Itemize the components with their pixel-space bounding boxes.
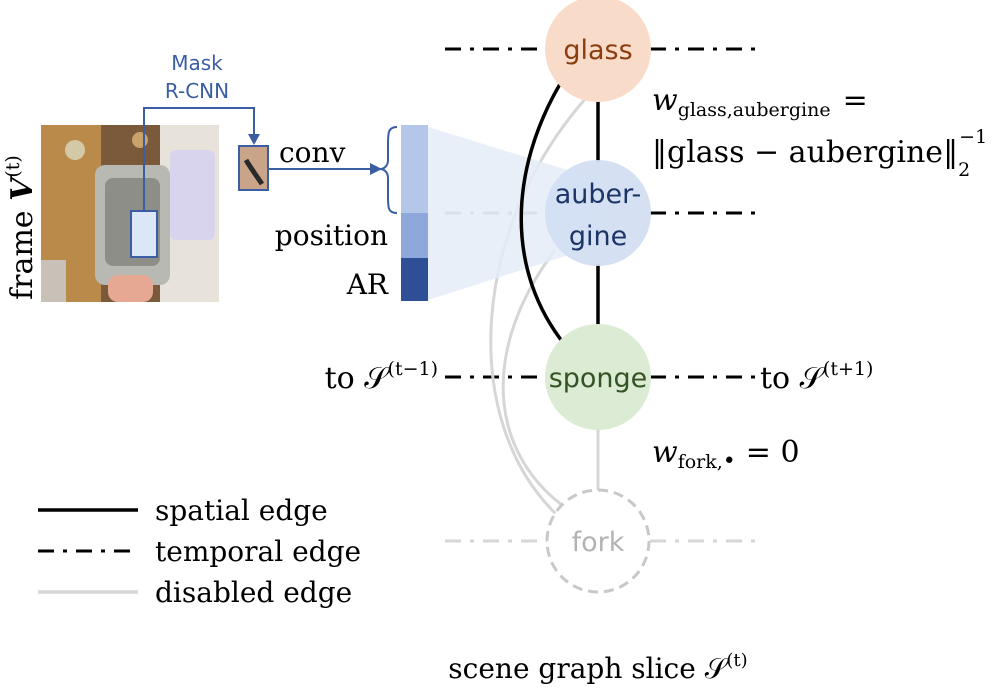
disabled-edge-aubergine-fork [501, 249, 563, 507]
node-sponge: sponge [545, 324, 651, 430]
position-label: position [275, 219, 388, 252]
node-aubergine: auber- gine [545, 160, 651, 266]
weight-glass-aubergine-lhs: wglass,aubergine= [652, 83, 868, 121]
disabled-edge-glass-fork [489, 97, 588, 516]
conv-label: conv [279, 136, 346, 169]
feature-segment-conv [401, 125, 428, 213]
spatial-edge-glass-sponge [519, 83, 567, 347]
legend: spatial edge temporal edge disabled edge [38, 494, 361, 609]
caption: scene graph slice 𝒮(t) [448, 650, 747, 685]
feature-brace [379, 126, 398, 214]
conv-arrowhead [370, 163, 382, 175]
feature-segment-ar [401, 258, 428, 301]
node-sponge-label: sponge [549, 363, 648, 394]
feature-projection-wedge [428, 127, 600, 300]
disabled-edges [489, 97, 600, 516]
feature-segment-position [401, 213, 428, 258]
mask-rcnn-label-line2: R-CNN [165, 79, 229, 103]
temporal-prev-label: to 𝒮(t−1) [325, 358, 438, 396]
node-aubergine-label-line1: auber- [555, 179, 642, 210]
frame-label: frame V(t) [2, 155, 40, 300]
mask-rcnn-detection-box [130, 210, 158, 258]
spatial-edges [519, 83, 600, 347]
ar-label: AR [346, 268, 389, 301]
legend-label-temporal: temporal edge [155, 535, 361, 568]
node-fork-label: fork [572, 527, 625, 558]
legend-label-disabled: disabled edge [155, 576, 352, 609]
weight-fork: wfork,•= 0 [652, 435, 800, 474]
weight-glass-aubergine-rhs: ‖glass − aubergine‖2−1 [652, 126, 987, 181]
node-glass: glass [545, 0, 651, 102]
node-aubergine-label-line2: gine [569, 221, 627, 252]
mask-rcnn-label-line1: Mask [171, 51, 223, 75]
temporal-next-label: to 𝒮(t+1) [760, 358, 873, 396]
mask-rcnn-connector [143, 107, 255, 211]
legend-label-spatial: spatial edge [155, 494, 328, 527]
temporal-edges [445, 47, 755, 543]
cropped-object-thumbnail [238, 145, 269, 191]
node-glass-label: glass [563, 35, 632, 66]
feature-vector-bar [401, 125, 428, 301]
frame-photo [41, 125, 219, 302]
node-fork: fork [545, 488, 651, 594]
mask-rcnn-arrowhead [248, 134, 260, 145]
